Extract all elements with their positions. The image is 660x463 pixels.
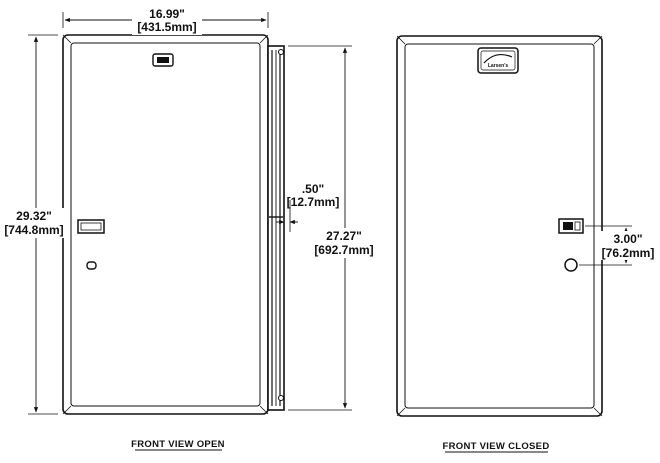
caption-front-view-open: FRONT VIEW OPEN	[131, 439, 225, 450]
handle-offset-dimension: 3.00" [76.2mm]	[579, 225, 658, 266]
inner-height-dimension: 27.27" [692.7mm]	[288, 45, 378, 411]
closed-cabinet-bevels	[396, 35, 603, 417]
open-cabinet-inner-panel	[70, 42, 261, 407]
closed-lock	[564, 258, 578, 272]
open-side-handle	[77, 219, 105, 234]
height-mm: [744.8mm]	[4, 223, 63, 237]
height-inches: 29.32"	[16, 209, 52, 223]
caption-front-view-closed: FRONT VIEW CLOSED	[443, 441, 550, 452]
front-view-open: 16.99" [431.5mm] 29.32" [744.8mm] .50" […	[4, 7, 378, 451]
open-top-latch	[152, 53, 174, 67]
inner-height-inches: 27.27"	[326, 229, 362, 243]
larsens-logo: Larsen's	[477, 47, 519, 74]
inner-height-mm: [692.7mm]	[314, 243, 373, 257]
front-view-closed: Larsen's 3.00" [76.2mm] FRONT VIEW CLOSE…	[396, 35, 658, 453]
depth-mm: [12.7mm]	[287, 195, 340, 209]
height-dimension: 29.32" [744.8mm]	[4, 34, 66, 415]
depth-dimension: .50" [12.7mm]	[276, 182, 339, 238]
open-cabinet-bevels	[62, 34, 269, 415]
open-lock	[86, 261, 97, 270]
width-inches: 16.99"	[149, 7, 185, 21]
handle-offset-mm: [76.2mm]	[602, 246, 655, 260]
width-mm: [431.5mm]	[137, 20, 196, 34]
handle-offset-inches: 3.00"	[613, 232, 642, 246]
depth-inches: .50"	[302, 182, 324, 196]
logo-text: Larsen's	[488, 63, 509, 69]
closed-handle	[558, 218, 584, 234]
width-dimension: 16.99" [431.5mm]	[62, 7, 269, 35]
open-door-profile	[267, 45, 285, 411]
open-cabinet-outer-frame	[62, 34, 269, 415]
